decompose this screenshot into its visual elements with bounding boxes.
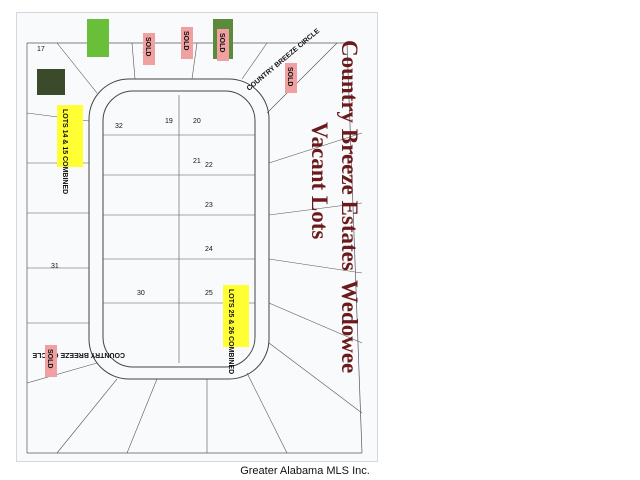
lot-line bbox=[266, 42, 338, 114]
lot-number: 19 bbox=[165, 118, 173, 125]
lot-line bbox=[26, 362, 98, 384]
map-subtitle: Vacant Lots bbox=[307, 122, 332, 240]
lot-line bbox=[241, 42, 268, 80]
sold-marker: SOLD bbox=[285, 63, 297, 93]
lot-line bbox=[131, 42, 136, 80]
sold-marker: SOLD bbox=[143, 33, 155, 65]
lot-number: 24 bbox=[205, 246, 213, 253]
sold-marker: SOLD bbox=[181, 27, 193, 59]
road-outer-edge bbox=[88, 78, 270, 380]
lot-line bbox=[246, 372, 288, 454]
sold-label: SOLD bbox=[218, 33, 225, 52]
plat-drawing: 17 18 19 20 21 22 23 24 25 30 31 32 COUN… bbox=[26, 19, 363, 454]
lot-number: 21 bbox=[193, 158, 201, 165]
sold-label: SOLD bbox=[286, 67, 293, 86]
lot-line bbox=[268, 258, 363, 274]
lot-number: 32 bbox=[115, 123, 123, 130]
lot-line bbox=[268, 342, 363, 414]
lot-line bbox=[268, 202, 363, 216]
map-title: Country Breeze Estates bbox=[337, 40, 362, 271]
lot-number: 17 bbox=[37, 46, 45, 53]
lot-number: 30 bbox=[137, 290, 145, 297]
lot-number: 20 bbox=[193, 118, 201, 125]
boundary-line bbox=[346, 42, 363, 454]
sold-label: SOLD bbox=[46, 349, 53, 368]
road-inner-edge bbox=[102, 90, 256, 368]
combined-note-text: LOTS 25 & 26 COMBINED bbox=[227, 289, 234, 374]
sold-marker: SOLD bbox=[45, 345, 57, 377]
lot-number: 25 bbox=[205, 290, 213, 297]
street-label: COUNTRY BREEZE CIRCLE bbox=[32, 351, 125, 358]
combined-lots-note: LOTS 14 & 15 COMBINED bbox=[57, 105, 83, 194]
lot-number: 22 bbox=[205, 162, 213, 169]
footer-credit: Greater Alabama MLS Inc. bbox=[240, 465, 370, 477]
lot-line bbox=[126, 378, 158, 454]
lot-line bbox=[191, 42, 198, 80]
lot-number: 31 bbox=[51, 263, 59, 270]
road-label: COUNTRY BREEZE CIRCLE bbox=[246, 27, 322, 92]
lot-line bbox=[56, 42, 98, 94]
plat-map: 17 18 19 20 21 22 23 24 25 30 31 32 COUN… bbox=[16, 12, 378, 462]
sold-label: SOLD bbox=[144, 37, 151, 56]
lot-line bbox=[56, 378, 118, 454]
sold-label: SOLD bbox=[182, 31, 189, 50]
sold-marker: SOLD bbox=[217, 29, 229, 61]
combined-lots-note: LOTS 25 & 26 COMBINED bbox=[223, 285, 249, 374]
photo-marker bbox=[37, 69, 65, 95]
vacant-lot-marker bbox=[87, 19, 109, 57]
map-location: Wedowee bbox=[337, 280, 362, 374]
combined-note-text: LOTS 14 & 15 COMBINED bbox=[61, 109, 68, 194]
lot-number: 23 bbox=[205, 202, 213, 209]
lot-line bbox=[268, 302, 363, 344]
lot-line bbox=[268, 132, 363, 164]
